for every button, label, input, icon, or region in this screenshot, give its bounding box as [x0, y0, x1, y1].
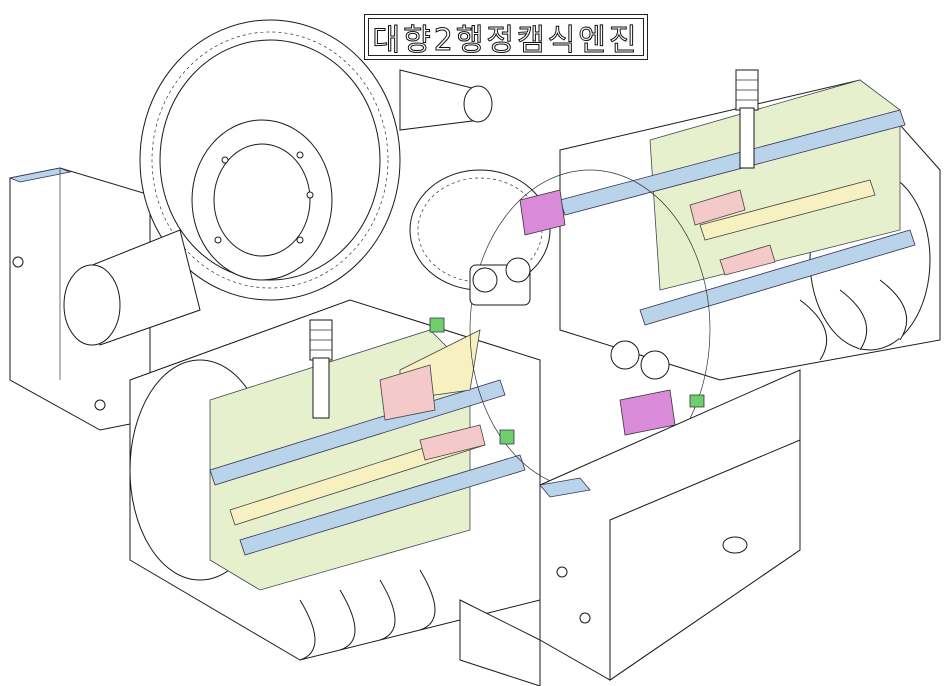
right-cooling-fins [800, 280, 907, 360]
cam-housing [430, 170, 710, 490]
drive-shaft [64, 70, 492, 345]
left-spark-plug [310, 320, 332, 418]
right-spark-plug [736, 70, 758, 168]
left-cylinder-block [130, 300, 540, 660]
large-gear [140, 20, 400, 300]
right-base-bracket [460, 370, 800, 686]
title-frame: 대향2행정캠식엔진 [364, 14, 648, 60]
